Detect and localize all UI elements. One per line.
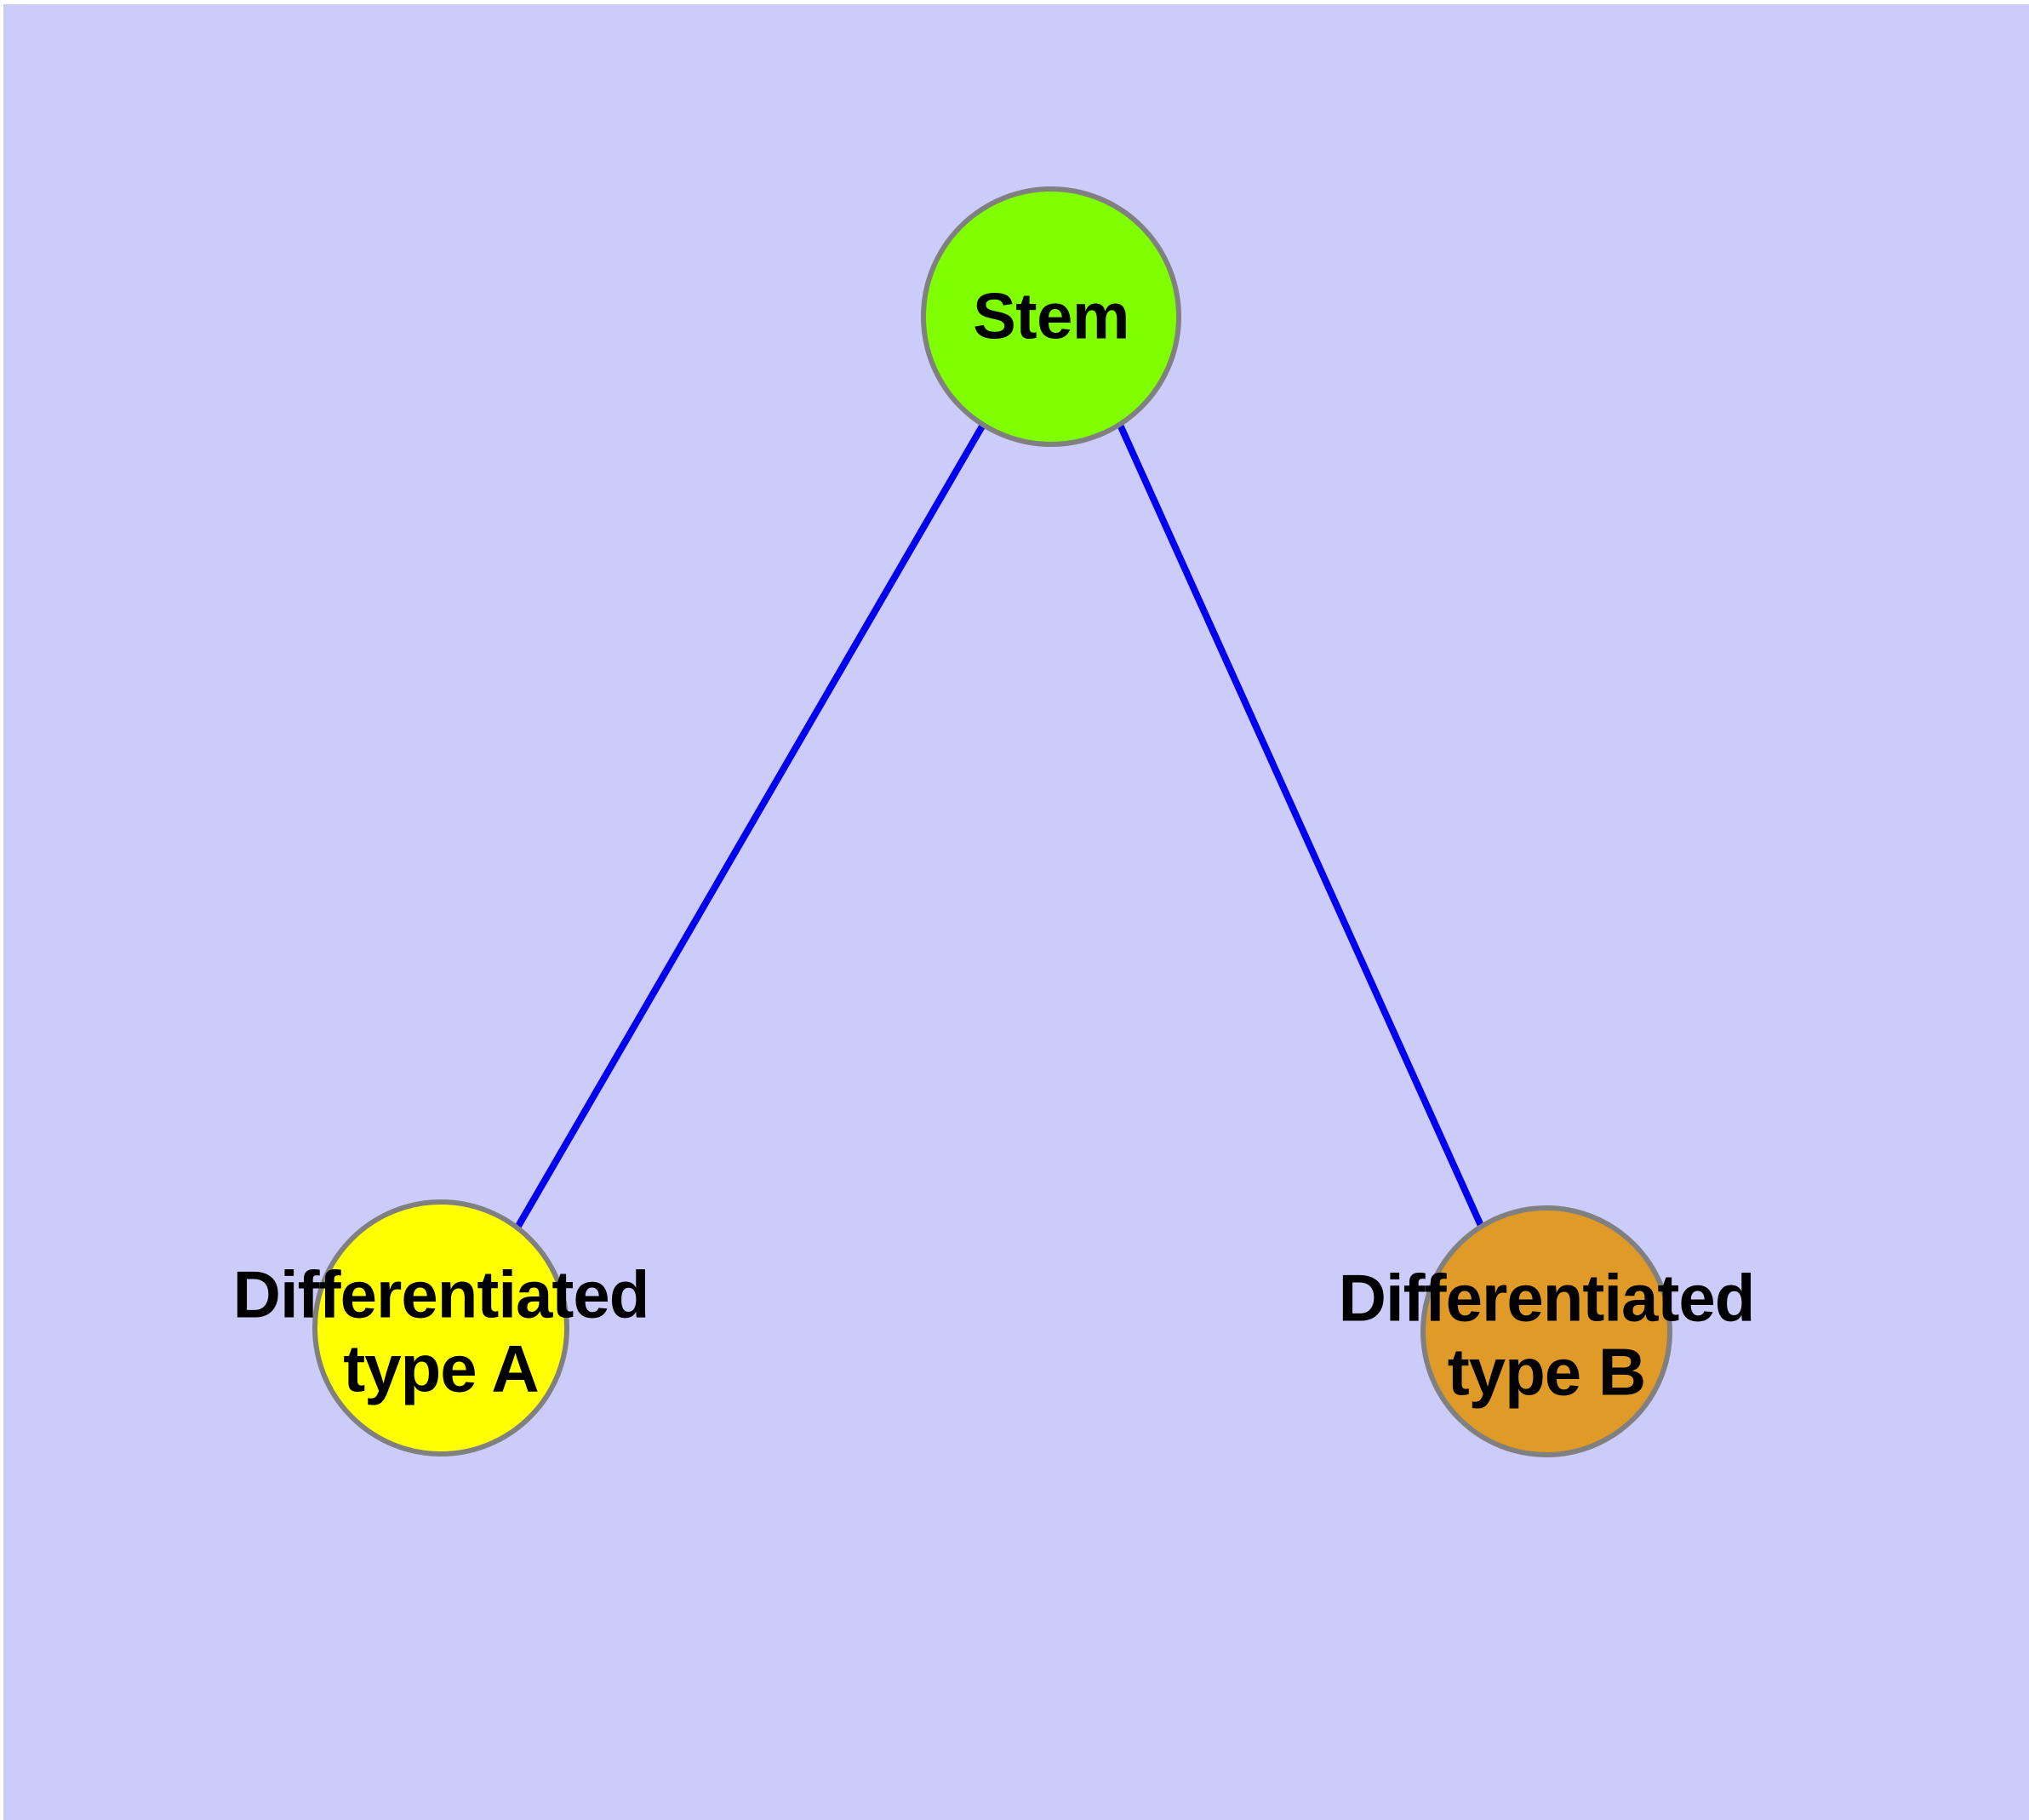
graph-node-diff-b[interactable]: [1420, 1205, 1672, 1457]
edge-layer: [514, 422, 1485, 1230]
graph-node-stem[interactable]: [921, 186, 1181, 447]
graph-edge-stem-to-diff-a[interactable]: [514, 422, 986, 1230]
graph-node-diff-a[interactable]: [312, 1199, 569, 1457]
node-layer: [312, 186, 1672, 1457]
graph-svg: [312, 186, 1672, 1457]
graph-edge-stem-to-diff-b[interactable]: [1117, 423, 1485, 1229]
